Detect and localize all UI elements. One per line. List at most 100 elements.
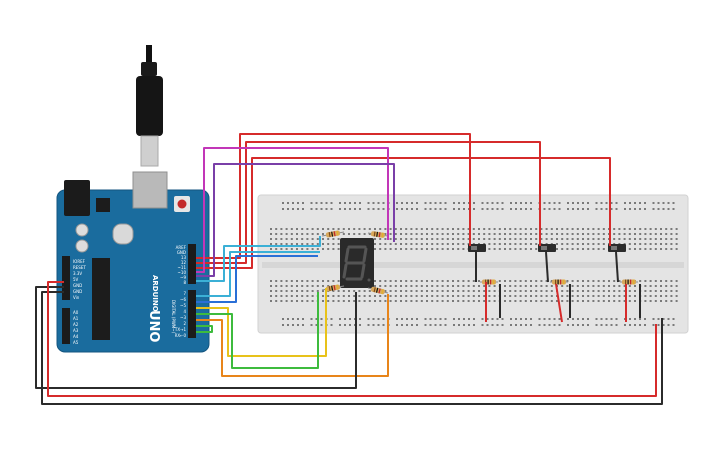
breadboard-hole <box>290 228 293 230</box>
rail-hole <box>439 208 442 210</box>
digital-header-top <box>188 244 196 284</box>
breadboard-hole <box>602 295 605 297</box>
rail-hole <box>315 208 318 210</box>
breadboard-hole <box>665 295 668 297</box>
breadboard-hole <box>556 233 558 235</box>
breadboard-hole <box>514 243 517 245</box>
breadboard-hole <box>498 238 501 240</box>
breadboard-hole <box>576 248 579 250</box>
breadboard-hole <box>306 280 309 282</box>
rail-hole <box>401 208 403 210</box>
breadboard-hole <box>290 300 293 302</box>
breadboard-hole <box>504 295 506 297</box>
breadboard-hole <box>270 233 272 235</box>
breadboard-hole <box>285 248 288 250</box>
breadboard-hole <box>322 295 324 297</box>
rail-hole <box>411 202 413 204</box>
breadboard-hole <box>498 280 501 282</box>
breadboard-hole <box>618 280 621 282</box>
breadboard-hole <box>316 243 319 245</box>
breadboard-hole <box>353 290 356 292</box>
rail-hole <box>553 208 556 210</box>
rail-hole <box>595 202 598 204</box>
breadboard-hole <box>311 285 314 287</box>
breadboard-hole <box>467 243 470 245</box>
rail-hole <box>515 208 517 210</box>
rail-hole <box>287 202 289 204</box>
breadboard-hole <box>592 243 595 245</box>
breadboard-hole <box>275 290 278 292</box>
breadboard-hole <box>623 233 626 235</box>
breadboard-hole <box>374 295 376 297</box>
breadboard-hole <box>504 248 506 250</box>
rail-hole <box>444 208 447 210</box>
breadboard-hole <box>665 290 668 292</box>
wire <box>196 251 320 297</box>
breadboard-hole <box>592 300 595 302</box>
breadboard-hole <box>322 300 324 302</box>
breadboard-hole <box>363 290 366 292</box>
breadboard-hole <box>649 248 652 250</box>
breadboard-hole <box>275 280 278 282</box>
breadboard-hole <box>514 248 517 250</box>
breadboard-hole <box>535 248 538 250</box>
breadboard-hole <box>540 285 543 287</box>
rail-hole <box>473 324 475 326</box>
rail-hole <box>429 208 432 210</box>
rail-hole <box>644 324 646 326</box>
breadboard-hole <box>322 285 324 287</box>
breadboard-hole <box>597 243 600 245</box>
breadboard-hole <box>514 290 517 292</box>
rail-hole <box>434 208 437 210</box>
rail-hole <box>558 318 561 320</box>
rail-hole <box>553 202 556 204</box>
breadboard-hole <box>524 285 527 287</box>
rail-hole <box>310 324 313 326</box>
breadboard-hole <box>379 300 382 302</box>
resistor-band <box>336 230 339 236</box>
breadboard-hole <box>654 228 657 230</box>
rail-hole <box>595 318 598 320</box>
breadboard-hole <box>431 285 434 287</box>
breadboard-hole <box>478 295 480 297</box>
breadboard-hole <box>342 233 345 235</box>
rail-hole <box>582 202 584 204</box>
arduino-board[interactable]: IOREFRESET3.3V5VGNDGNDVinA0A1A2A3A4A5ARE… <box>56 45 210 353</box>
rail-hole <box>605 202 608 204</box>
breadboard-hole <box>467 233 470 235</box>
breadboard-hole <box>535 238 538 240</box>
breadboard-hole <box>566 248 569 250</box>
wire <box>545 251 549 283</box>
breadboard-hole <box>556 238 558 240</box>
breadboard-hole <box>452 295 454 297</box>
breadboard-hole <box>540 300 543 302</box>
breadboard-hole <box>394 228 397 230</box>
breadboard-hole <box>316 238 319 240</box>
rail-hole <box>629 208 631 210</box>
seven-segment-display[interactable] <box>340 238 374 288</box>
breadboard-hole <box>488 290 491 292</box>
breadboard-hole <box>618 290 621 292</box>
breadboard-hole <box>597 280 600 282</box>
pin-label: TX→1 <box>174 327 187 332</box>
rail-hole <box>359 318 361 320</box>
breadboard-hole <box>446 238 449 240</box>
breadboard-hole <box>587 290 590 292</box>
rail-hole <box>401 324 403 326</box>
breadboard-hole <box>337 243 340 245</box>
breadboard-hole <box>618 295 621 297</box>
rail-hole <box>662 202 665 204</box>
breadboard-hole <box>634 243 636 245</box>
breadboard-hole <box>332 295 335 297</box>
breadboard-hole <box>634 295 636 297</box>
rail-hole <box>396 324 398 326</box>
breadboard-hole <box>675 238 678 240</box>
wire <box>196 255 318 303</box>
breadboard-hole <box>452 233 454 235</box>
rail-hole <box>510 324 512 326</box>
breadboard-hole <box>509 233 512 235</box>
rail-hole <box>496 324 499 326</box>
pin-label: A0 <box>73 310 79 315</box>
breadboard-hole <box>306 300 309 302</box>
breadboard-hole <box>296 248 298 250</box>
